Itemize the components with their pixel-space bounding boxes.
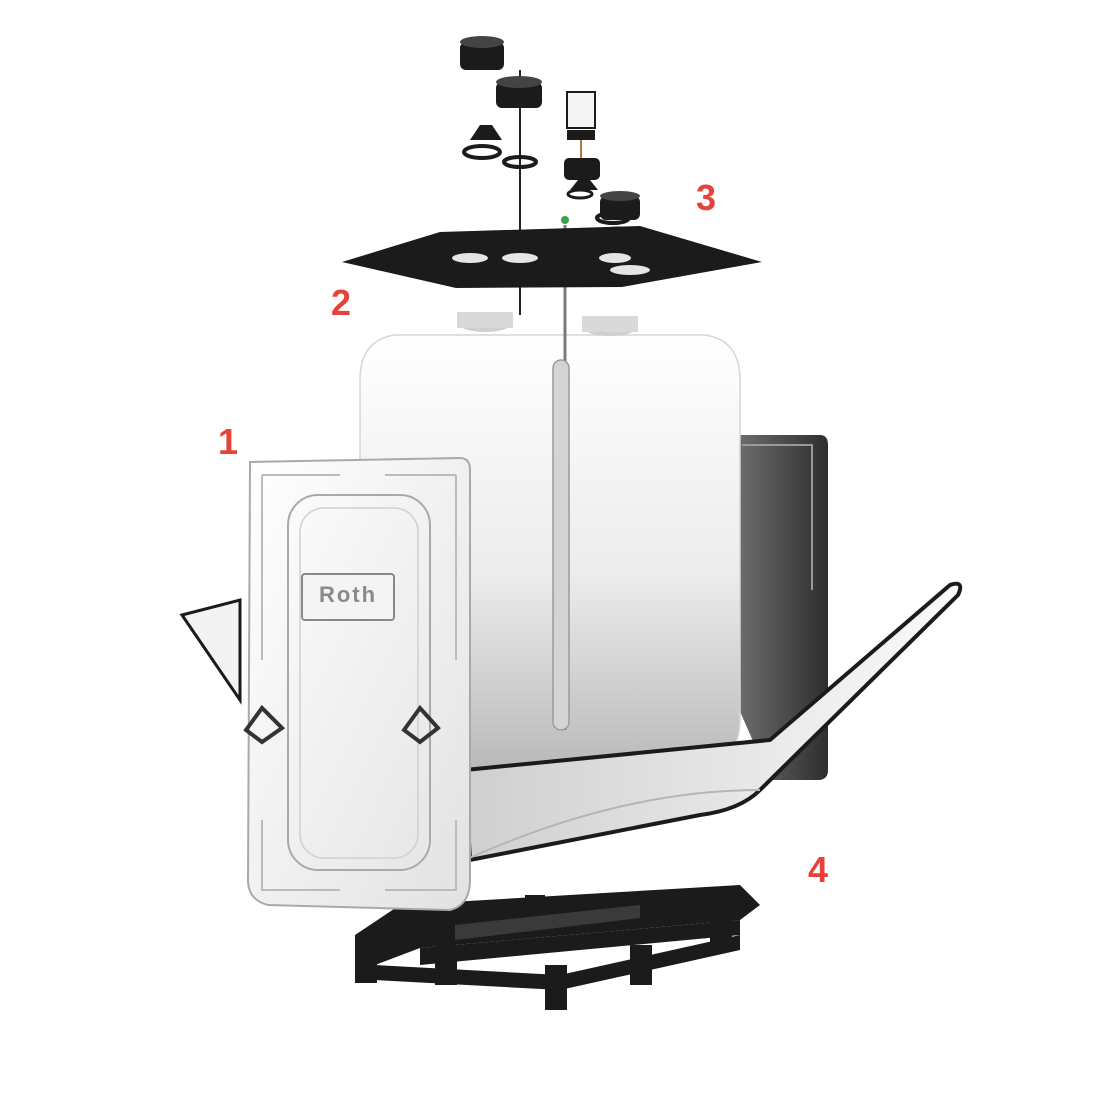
lid-plate: [342, 216, 762, 288]
fittings-set: [460, 36, 640, 238]
front-panel: [243, 456, 471, 912]
callout-1: 1: [218, 421, 239, 462]
callout-2: 2: [331, 282, 352, 323]
brand-logo: Roth: [318, 582, 378, 607]
bottom-tray: [179, 581, 963, 863]
back-panel: [735, 435, 828, 780]
callout-4: 4: [808, 849, 829, 890]
callout-3: 3: [696, 177, 717, 218]
